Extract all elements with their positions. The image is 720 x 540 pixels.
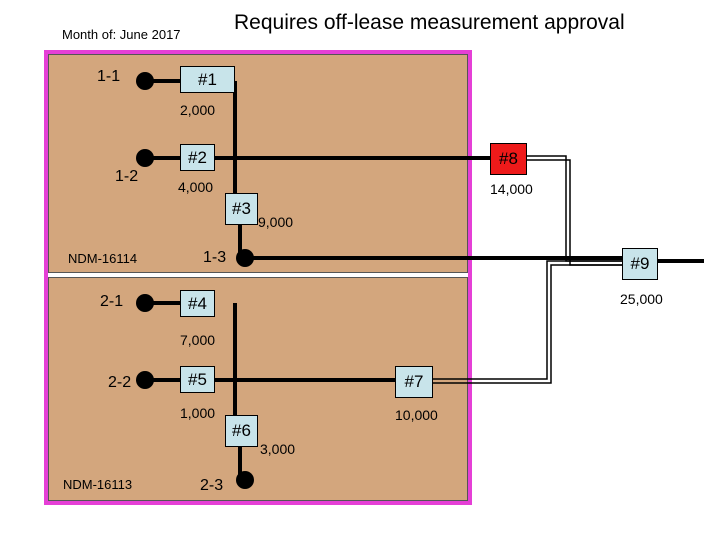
meter-4-volume: 7,000 bbox=[180, 332, 216, 348]
meter-1-box: #1 bbox=[180, 66, 235, 93]
well-2-3-label: 2-3 bbox=[200, 477, 224, 494]
meter-3-volume: 9,000 bbox=[258, 214, 294, 230]
meter-9-volume: 25,000 bbox=[620, 291, 663, 307]
month-label: Month of: June 2017 bbox=[62, 27, 181, 42]
well-1-1-label: 1-1 bbox=[97, 68, 121, 85]
diagram-title: Requires off-lease measurement approval bbox=[234, 11, 625, 34]
meter-7-volume: 10,000 bbox=[395, 407, 438, 423]
well-2-2-dot bbox=[136, 371, 154, 389]
meter-8-box: #8 bbox=[490, 143, 527, 175]
well-1-1-dot bbox=[136, 72, 154, 90]
well-1-2-dot bbox=[136, 149, 154, 167]
well-2-1-label: 2-1 bbox=[100, 293, 124, 310]
lease-id-ndm-16114: NDM-16114 bbox=[68, 251, 138, 266]
lease-area-ndm-16114 bbox=[48, 54, 468, 273]
well-2-1-dot bbox=[136, 294, 154, 312]
meter-6-box: #6 bbox=[225, 415, 258, 447]
meter-2-box: #2 bbox=[180, 144, 215, 171]
meter-8-volume: 14,000 bbox=[490, 181, 533, 197]
lease-boundary bbox=[44, 50, 472, 505]
meter-3-box: #3 bbox=[225, 193, 258, 225]
meter-1-volume: 2,000 bbox=[180, 102, 216, 118]
well-1-2-label: 1-2 bbox=[115, 168, 139, 185]
meter-9-box: #9 bbox=[622, 248, 658, 280]
meter-7-box: #7 bbox=[395, 366, 433, 398]
well-2-3-dot bbox=[236, 471, 254, 489]
well-1-3-dot bbox=[236, 249, 254, 267]
meter-5-volume: 1,000 bbox=[180, 405, 216, 421]
lease-id-ndm-16113: NDM-16113 bbox=[63, 477, 133, 492]
meter-4-box: #4 bbox=[180, 290, 215, 317]
meter-2-volume: 4,000 bbox=[178, 179, 214, 195]
meter-5-box: #5 bbox=[180, 366, 215, 393]
well-1-3-label: 1-3 bbox=[203, 249, 227, 266]
meter-6-volume: 3,000 bbox=[260, 441, 296, 457]
well-2-2-label: 2-2 bbox=[108, 374, 132, 391]
